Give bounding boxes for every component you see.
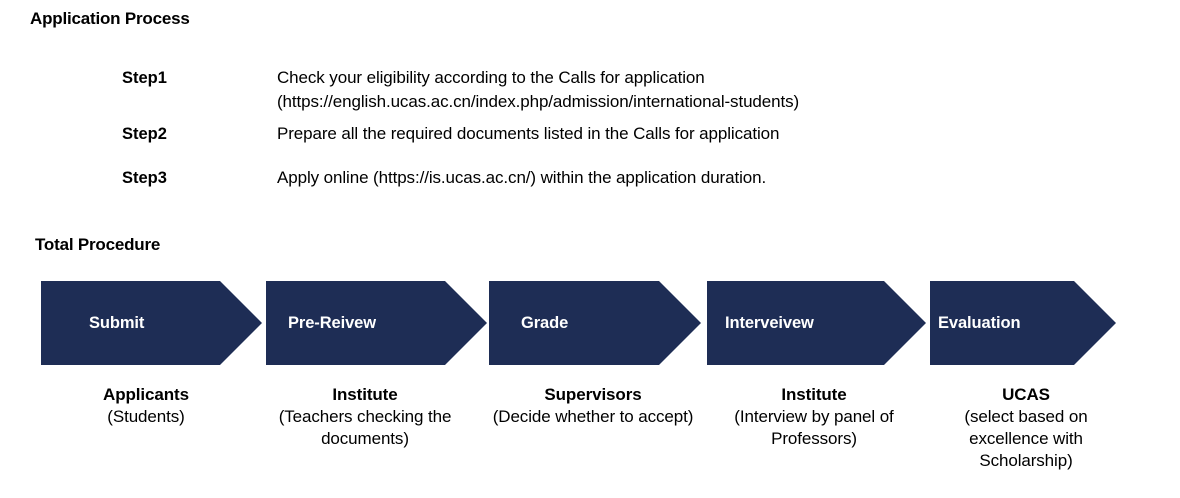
flow-stage-label: Pre-Reivew (288, 313, 376, 332)
step-description-1: Check your eligibility according to the … (277, 66, 799, 114)
flow-caption-owner: Institute (781, 385, 847, 404)
step-description-2-line1: Prepare all the required documents liste… (277, 124, 780, 143)
flow-caption-owner: Applicants (103, 385, 189, 404)
step-description-1-line1: Check your eligibility according to the … (277, 68, 705, 87)
flow-stage-submit: Submit (41, 281, 262, 365)
flow-caption-detail: (select based on excellence with Scholar… (964, 407, 1088, 470)
flow-caption-detail: (Interview by panel of Professors) (734, 407, 894, 448)
flow-stage-label: Grade (521, 313, 569, 332)
flow-caption: UCAS (select based on excellence with Sc… (926, 384, 1126, 472)
step-label-2: Step2 (122, 125, 167, 143)
flow-stage-grade: Grade (489, 281, 701, 365)
step-description-1-line2: (https://english.ucas.ac.cn/index.php/ad… (277, 92, 800, 111)
flow-caption: Supervisors (Decide whether to accept) (491, 384, 695, 428)
flow-caption: Institute (Teachers checking the documen… (251, 384, 479, 450)
flow-stage-label: Submit (89, 313, 145, 332)
flow-caption-detail: (Teachers checking the documents) (278, 407, 452, 448)
flow-stage-pre-reivew: Pre-Reivew (266, 281, 487, 365)
flow-caption: Applicants (Students) (52, 384, 240, 428)
step-label-3: Step3 (122, 169, 167, 187)
flow-caption-owner: Supervisors (544, 385, 642, 404)
step-description-2: Prepare all the required documents liste… (277, 122, 779, 146)
flow-stage-label: Interveivew (725, 313, 814, 332)
step-label-1: Step1 (122, 69, 167, 87)
step-description-3: Apply online (https://is.ucas.ac.cn/) wi… (277, 166, 766, 190)
process-flow-diagram: Submit Pre-Reivew Grade Interveivew Eval… (0, 281, 1180, 365)
flow-caption: Institute (Interview by panel of Profess… (718, 384, 910, 450)
section-title-total-procedure: Total Procedure (35, 235, 161, 254)
flow-caption-owner: Institute (332, 385, 398, 404)
page-title: Application Process (30, 9, 190, 28)
flow-stage-evaluation: Evaluation (930, 281, 1116, 365)
flow-caption-owner: UCAS (1002, 385, 1050, 404)
flow-caption-detail: (Decide whether to accept) (492, 407, 694, 426)
flow-stage-interveivew: Interveivew (707, 281, 926, 365)
flow-stage-label: Evaluation (938, 313, 1021, 332)
step-description-3-line1: Apply online (https://is.ucas.ac.cn/) wi… (277, 168, 767, 187)
flow-caption-detail: (Students) (107, 407, 185, 426)
